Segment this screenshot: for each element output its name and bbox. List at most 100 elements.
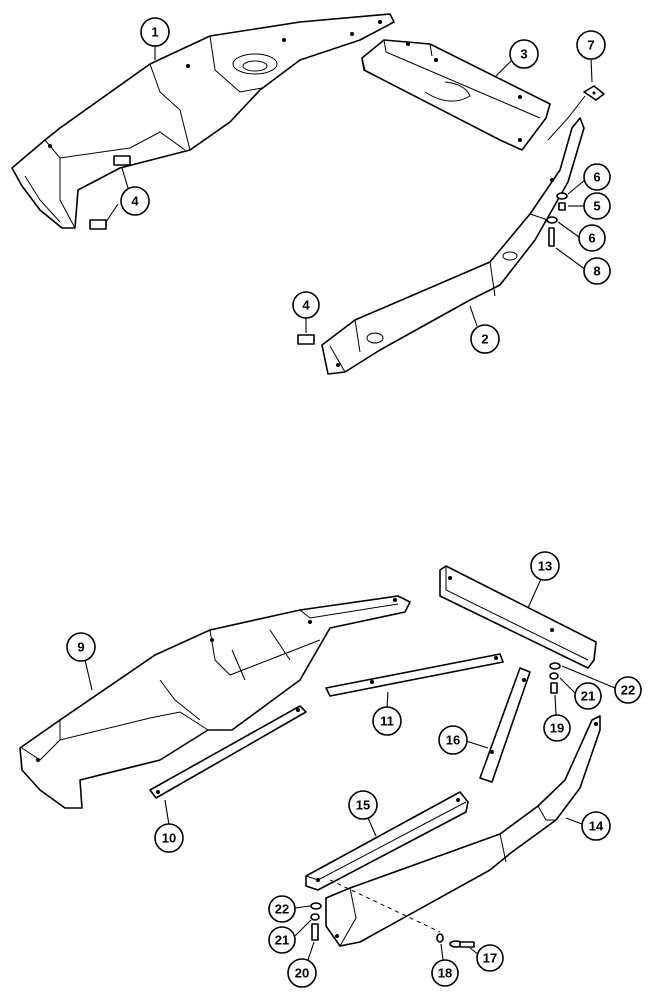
callout-2: 2 xyxy=(469,305,500,354)
callout-circle xyxy=(583,257,611,285)
callout-number: 20 xyxy=(295,966,309,981)
callout-circle xyxy=(614,676,642,704)
callout-9: 9 xyxy=(66,632,96,691)
callout-number: 13 xyxy=(538,559,552,574)
leader-line xyxy=(561,665,616,689)
fastener-17-18 xyxy=(436,933,475,948)
callout-number: 15 xyxy=(356,798,370,813)
callout-circle xyxy=(431,959,459,987)
leader-line xyxy=(559,677,576,694)
leader-line xyxy=(164,799,170,826)
callout-number: 8 xyxy=(593,264,600,279)
callout-10: 10 xyxy=(154,799,184,853)
leader-line xyxy=(105,167,129,223)
leader-line xyxy=(527,578,542,609)
part-2-right-frame xyxy=(321,117,585,375)
callout-21: 21 xyxy=(559,677,602,710)
leader-line xyxy=(294,905,311,909)
callout-22b: 22 xyxy=(268,895,311,923)
callout-circle xyxy=(438,725,468,755)
callout-11: 11 xyxy=(372,691,402,736)
leader-line xyxy=(554,694,557,716)
leader-line xyxy=(440,943,444,961)
callout-number: 21 xyxy=(581,689,595,704)
callout-6b: 6 xyxy=(557,221,606,252)
callout-number: 2 xyxy=(481,332,488,347)
leader-line xyxy=(84,659,93,691)
fastener-stack-right xyxy=(549,662,561,694)
leader-line xyxy=(555,247,587,271)
leader-line xyxy=(469,305,478,327)
leader-line xyxy=(294,919,312,937)
leader-line xyxy=(565,817,583,825)
callout-number: 21 xyxy=(275,933,289,948)
callout-number: 19 xyxy=(550,721,564,736)
part-15-rail xyxy=(305,791,469,891)
leader-line xyxy=(495,59,513,77)
part-3-plate xyxy=(361,39,551,151)
callout-number: 7 xyxy=(587,38,594,53)
callout-21b: 21 xyxy=(268,919,312,954)
callout-number: 5 xyxy=(593,199,600,214)
part-9-frame xyxy=(19,595,411,809)
callout-circle xyxy=(583,163,611,191)
part-14-frame xyxy=(325,715,601,947)
callout-number: 1 xyxy=(151,25,158,40)
callout-number: 11 xyxy=(380,714,394,729)
leader-line xyxy=(367,817,377,837)
callout-6: 6 xyxy=(567,163,611,195)
callouts: 1 3 7 6 5 6 8 4 4 2 13 9 22 21 11 19 16 … xyxy=(66,17,642,988)
callout-number: 17 xyxy=(483,951,497,966)
callout-circle xyxy=(581,811,611,841)
callout-circle xyxy=(268,926,296,954)
callout-number: 16 xyxy=(446,733,460,748)
callout-5: 5 xyxy=(568,192,611,220)
part-16-bracket xyxy=(479,667,531,783)
callout-number: 18 xyxy=(438,966,452,981)
callout-circle xyxy=(140,17,170,47)
callout-circle xyxy=(66,632,96,662)
leader-line xyxy=(557,221,580,238)
callout-number: 4 xyxy=(131,194,139,209)
callout-number: 10 xyxy=(162,831,176,846)
callout-4b: 4 xyxy=(292,291,320,333)
callout-circle xyxy=(268,895,296,923)
callout-15: 15 xyxy=(348,790,378,837)
callout-14: 14 xyxy=(565,811,611,841)
callout-7: 7 xyxy=(576,30,606,83)
callout-number: 4 xyxy=(302,298,310,313)
callout-circle xyxy=(576,30,606,60)
fastener-stack-left xyxy=(310,902,322,941)
leader-line xyxy=(590,57,593,83)
callout-17: 17 xyxy=(469,944,504,972)
callout-8: 8 xyxy=(555,247,611,285)
leader-line xyxy=(386,691,389,708)
callout-20: 20 xyxy=(287,941,317,988)
callout-circle xyxy=(476,944,504,972)
callout-circle xyxy=(372,706,402,736)
leader-line xyxy=(465,740,489,749)
callout-3: 3 xyxy=(495,39,539,77)
leader-line xyxy=(567,179,586,195)
callout-1: 1 xyxy=(140,17,170,60)
callout-circle xyxy=(578,224,606,252)
callout-circle xyxy=(530,551,560,581)
callout-circle xyxy=(154,823,184,853)
part-1-left-frame xyxy=(11,13,395,229)
callout-circle xyxy=(509,39,539,69)
callout-number: 6 xyxy=(588,231,595,246)
callout-number: 3 xyxy=(520,47,527,62)
callout-22: 22 xyxy=(561,665,642,704)
callout-number: 22 xyxy=(621,683,635,698)
part-4-pad xyxy=(89,155,315,345)
part-10-bar xyxy=(149,705,307,799)
callout-circle xyxy=(120,186,150,216)
callout-number: 9 xyxy=(77,640,84,655)
callout-18: 18 xyxy=(431,943,459,987)
callout-circle xyxy=(574,682,602,710)
callout-circle xyxy=(292,291,320,319)
callout-circle xyxy=(287,958,317,988)
callout-4a: 4 xyxy=(105,167,150,223)
callout-circle xyxy=(543,714,571,742)
part-11-bar xyxy=(325,653,504,697)
